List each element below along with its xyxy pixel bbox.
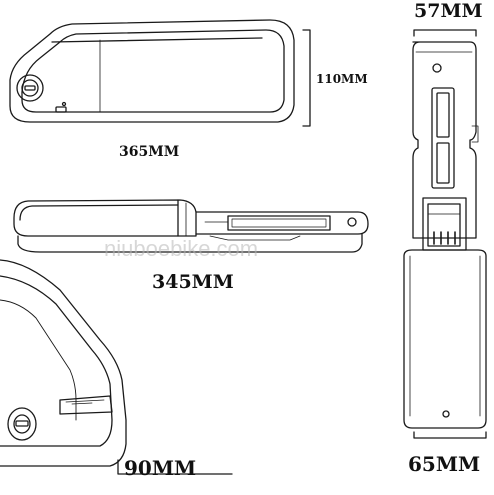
bottom-width-bracket [413, 431, 487, 439]
height-dimension-bracket [302, 29, 311, 127]
battery-on-base-view [13, 199, 369, 253]
battery-side-view [9, 19, 295, 123]
top-width-label: 57MM [414, 0, 483, 22]
bottom-width-label: 65MM [408, 452, 481, 476]
length-top-label: 365MM [119, 144, 180, 160]
height-label: 110MM [316, 72, 368, 86]
depth-dimension-line [117, 459, 233, 475]
length-mid-label: 345MM [152, 271, 234, 293]
top-width-bracket [413, 29, 477, 37]
battery-end-view [0, 259, 127, 467]
watermark: niuboebike.com [104, 236, 259, 261]
battery-top-view [403, 41, 487, 429]
depth-label: 90MM [124, 456, 197, 480]
